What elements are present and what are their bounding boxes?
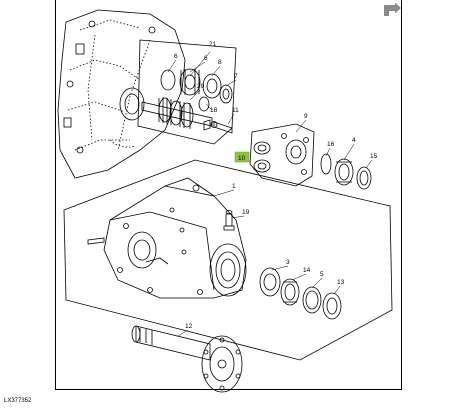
ring-18: [198, 96, 210, 112]
callout-19[interactable]: 19: [242, 209, 250, 216]
callout-7[interactable]: 7: [234, 73, 238, 80]
callout-12[interactable]: 12: [185, 323, 193, 330]
callout-16[interactable]: 16: [327, 141, 335, 148]
axle-shaft-12: [131, 325, 243, 393]
group-box-1: [63, 159, 393, 361]
final-drive-housing: [103, 177, 247, 299]
callout-14[interactable]: 14: [303, 267, 311, 274]
leader-lines: [167, 51, 373, 337]
page-frame: [55, 0, 402, 390]
callout-18[interactable]: 18: [210, 107, 218, 114]
callout-6[interactable]: 6: [204, 55, 208, 62]
bearing-3: [259, 267, 281, 297]
corner-arrow-icon[interactable]: [381, 2, 403, 18]
callout-4[interactable]: 4: [352, 137, 356, 144]
pin-11: [203, 119, 233, 134]
seal-15: [356, 166, 372, 190]
drive-shaft-with-gears: [141, 97, 213, 129]
callout-5[interactable]: 5: [320, 271, 324, 278]
callout-9[interactable]: 9: [304, 113, 308, 120]
cup-5: [302, 286, 322, 314]
figure-reference: LX377352: [4, 398, 32, 404]
callout-15[interactable]: 15: [370, 153, 378, 160]
highlight-tag-10[interactable]: [234, 151, 250, 163]
callout-21[interactable]: 21: [209, 41, 217, 48]
transmission-housing: [57, 9, 186, 179]
group-box-21: [137, 39, 237, 145]
callout-3[interactable]: 3: [286, 259, 290, 266]
callout-13[interactable]: 13: [337, 279, 345, 286]
dowel-pin: [87, 237, 105, 245]
bearing-4: [334, 158, 354, 186]
callout-20[interactable]: 20: [197, 83, 205, 90]
grease-fitting-19: [223, 210, 235, 231]
bearing-16: [320, 153, 332, 175]
callout-10[interactable]: 10: [238, 155, 246, 162]
bearing-7: [219, 84, 233, 104]
bearing-14: [280, 278, 300, 306]
seal-13: [322, 292, 342, 320]
callout-11[interactable]: 11: [232, 107, 239, 114]
callout-8[interactable]: 8: [218, 59, 222, 66]
bracket-9: [249, 123, 315, 187]
callout-6a[interactable]: 6: [174, 53, 178, 60]
callout-1[interactable]: 1: [232, 183, 236, 190]
upper-gear-cluster: [160, 68, 222, 99]
